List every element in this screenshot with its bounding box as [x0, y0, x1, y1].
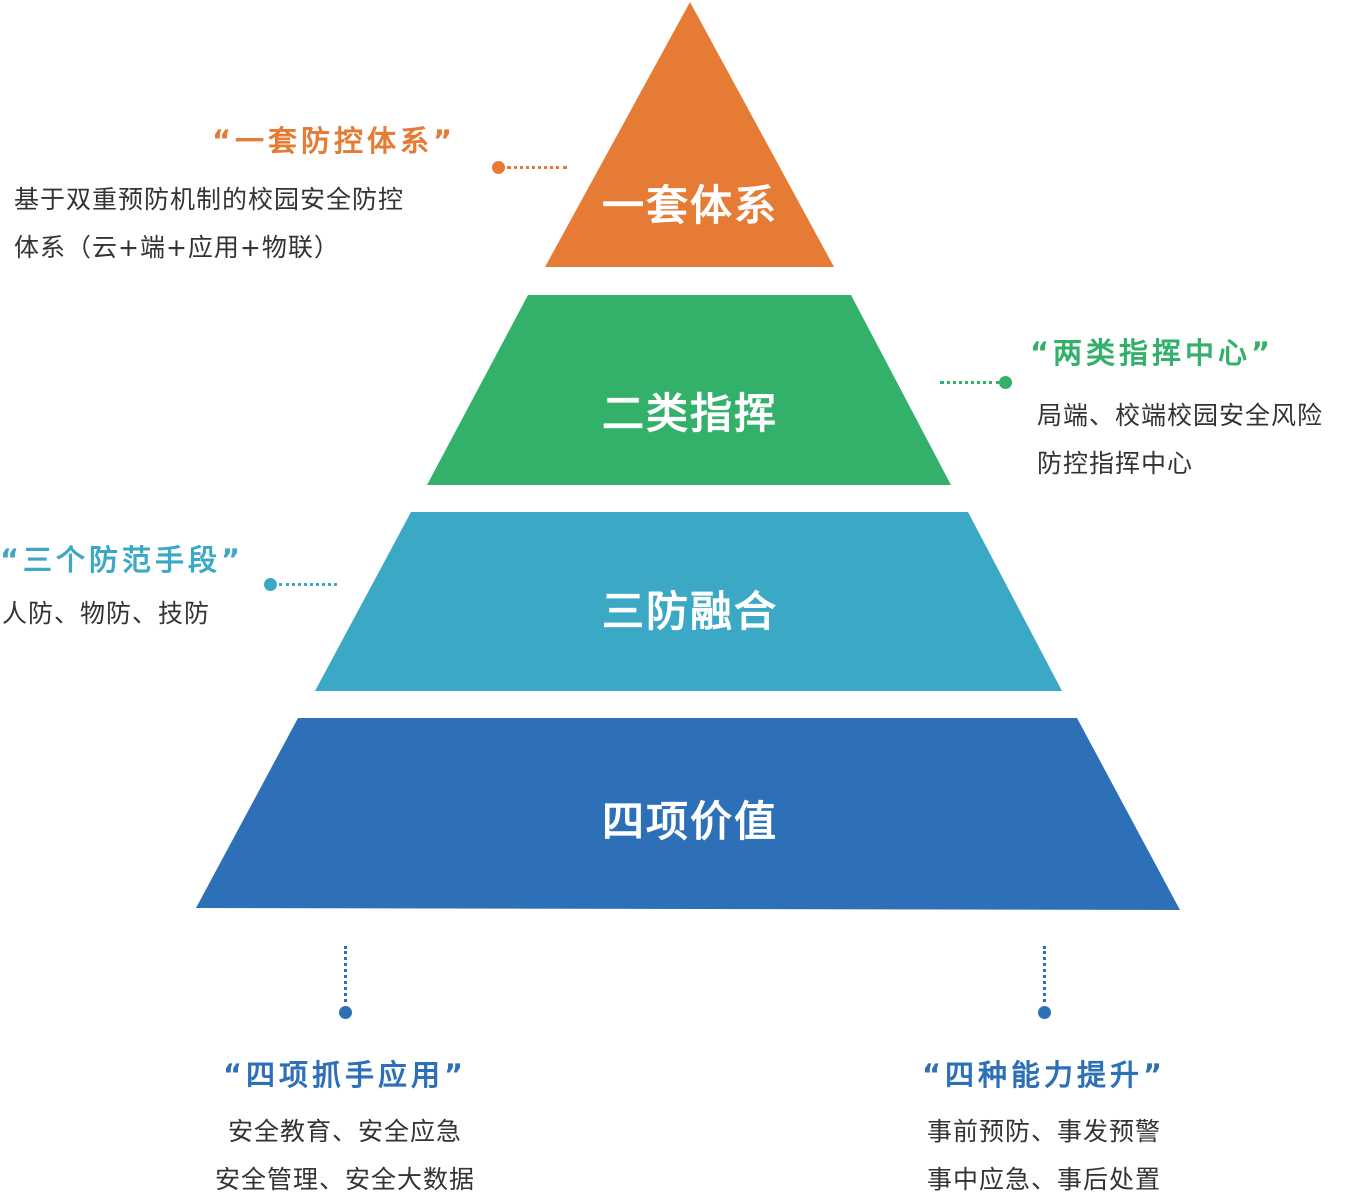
- description-line: 局端、校端校园安全风险: [1037, 401, 1324, 430]
- connector-dotted-line: [940, 381, 1000, 384]
- callout-title: “两类指挥中心”: [1030, 336, 1275, 370]
- tier-2-label: 二类指挥: [601, 389, 779, 438]
- description-line: 事中应急、事后处置: [926, 1165, 1162, 1194]
- connector-dot-icon: [264, 578, 277, 591]
- callout-title: “一套防控体系”: [212, 124, 457, 158]
- description-line: 基于双重预防机制的校园安全防控: [14, 185, 405, 214]
- connector-dotted-line: [279, 583, 337, 586]
- pyramid-tier-1: [545, 2, 834, 267]
- callout-description: 基于双重预防机制的校园安全防控 体系（云+端+应用+物联）: [14, 176, 404, 272]
- callout-description: 事前预防、事发预警 事中应急、事后处置: [927, 1108, 1161, 1204]
- description-line: 人防、物防、技防: [2, 599, 211, 628]
- tier-4-label: 四项价值: [601, 797, 779, 846]
- callout-description: 局端、校端校园安全风险 防控指挥中心: [1037, 392, 1323, 488]
- callout-title: “四种能力提升”: [921, 1058, 1167, 1092]
- connector-dot-icon: [1038, 1006, 1051, 1019]
- connector-dot-icon: [339, 1006, 352, 1019]
- description-line: 安全管理、安全大数据: [214, 1165, 476, 1194]
- description-line: 体系（云+端+应用+物联）: [14, 233, 340, 262]
- pyramid-tier-4: [196, 718, 1180, 910]
- pyramid-tier-2: [427, 295, 951, 485]
- connector-dot-icon: [492, 161, 505, 174]
- connector-dotted-line: [1043, 946, 1046, 1002]
- pyramid-tier-3: [315, 512, 1062, 691]
- tier-3-label: 三防融合: [601, 587, 779, 636]
- connector-dotted-line: [507, 166, 567, 169]
- callout-title: “三个防范手段”: [0, 543, 245, 577]
- callout-description: 安全教育、安全应急 安全管理、安全大数据: [215, 1108, 475, 1204]
- connector-dotted-line: [344, 946, 347, 1002]
- tier-1-label: 一套体系: [601, 181, 779, 230]
- description-line: 防控指挥中心: [1037, 449, 1194, 478]
- description-line: 安全教育、安全应急: [227, 1117, 463, 1146]
- description-line: 事前预防、事发预警: [926, 1117, 1162, 1146]
- callout-description: 人防、物防、技防: [2, 590, 210, 638]
- connector-dot-icon: [999, 376, 1012, 389]
- callout-title: “四项抓手应用”: [222, 1058, 468, 1092]
